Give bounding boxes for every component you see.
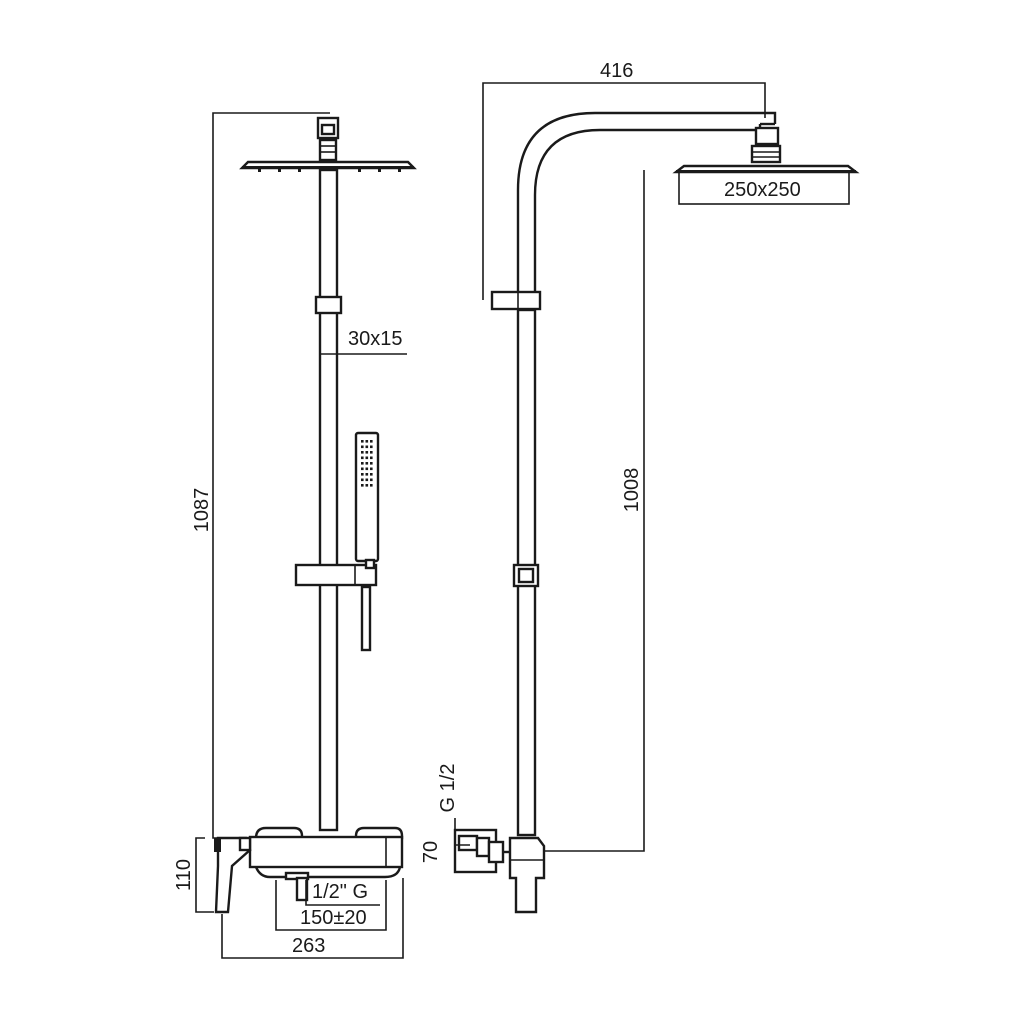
nozzle-dot <box>370 462 373 465</box>
side-bar-joint <box>490 290 542 311</box>
nozzle-dot <box>370 478 373 482</box>
nozzle-dot <box>361 478 364 482</box>
nozzle-dot <box>370 484 373 487</box>
mixer-base <box>254 866 402 879</box>
nozzle-dot <box>365 451 369 454</box>
side-mixer-body <box>508 836 546 914</box>
nozzle-dot <box>370 451 373 454</box>
nozzle-dot <box>361 451 364 454</box>
inlet-spacing-line <box>275 880 387 931</box>
diverter-knob <box>295 876 309 902</box>
side-height-line <box>537 170 645 852</box>
front-view: 30x15 110 1/2" G 150±20 <box>173 112 417 959</box>
inlet-thread-label: 1/2" G <box>312 881 368 903</box>
bar-section-label: 30x15 <box>348 328 403 350</box>
head-nozzles <box>258 169 401 172</box>
mixer-body <box>248 835 404 869</box>
nozzle-dot <box>370 456 373 460</box>
mixer-width-line <box>221 878 404 959</box>
mixer-cap-left <box>254 826 304 840</box>
nozzle-dot <box>370 440 373 443</box>
nozzle-dot <box>365 445 369 449</box>
shower-arm-inner <box>533 124 762 293</box>
head-connector-inner <box>320 123 336 136</box>
side-view: 416 250x250 1008 <box>420 60 860 914</box>
slide-holder <box>294 563 378 587</box>
nozzle-dot <box>370 473 373 476</box>
hand-shower-nozzles <box>361 440 373 487</box>
connector-thread-label: G 1/2 <box>437 764 459 813</box>
mixer-width-label: 263 <box>292 935 325 957</box>
side-head-connector <box>754 126 780 146</box>
nozzle-dot <box>365 478 369 482</box>
nozzle-dot <box>361 484 364 487</box>
inlet-thread-leader <box>305 880 380 906</box>
nozzle-dot <box>361 456 364 460</box>
shower-hose <box>360 585 372 652</box>
bar-joint <box>314 295 343 315</box>
nozzle-dot <box>361 467 364 471</box>
shower-arm-outer <box>516 111 777 293</box>
head-swivel <box>318 138 338 162</box>
head-size-label: 250x250 <box>724 179 801 201</box>
nozzle-dot <box>361 462 364 465</box>
nozzle-dot <box>361 440 364 443</box>
nozzle-dot <box>370 467 373 471</box>
nozzle-dot <box>365 462 369 465</box>
mixer-height-label: 110 <box>173 859 195 891</box>
connector-depth-label: 70 <box>420 841 442 863</box>
mixer-cap-right <box>354 826 404 840</box>
head-size-box <box>678 171 850 205</box>
side-height-label: 1008 <box>621 468 643 513</box>
arm-reach-line <box>482 82 766 300</box>
connector-thread-leader <box>454 818 470 846</box>
arm-reach-label: 416 <box>600 60 633 82</box>
nozzle-dot <box>365 484 369 487</box>
side-head-swivel <box>750 144 782 164</box>
nozzle-dot <box>361 473 364 476</box>
nozzle-dot <box>365 456 369 460</box>
front-height-label: 1087 <box>191 488 213 533</box>
nozzle-dot <box>365 473 369 476</box>
mixer-height-line <box>195 837 214 913</box>
nozzle-dot <box>365 467 369 471</box>
height-dimension-line <box>212 112 330 839</box>
inlet-spacing-label: 150±20 <box>300 907 367 929</box>
nozzle-dot <box>365 440 369 443</box>
nozzle-dot <box>370 445 373 449</box>
nozzle-dot <box>361 445 364 449</box>
riser-bar <box>318 168 339 832</box>
